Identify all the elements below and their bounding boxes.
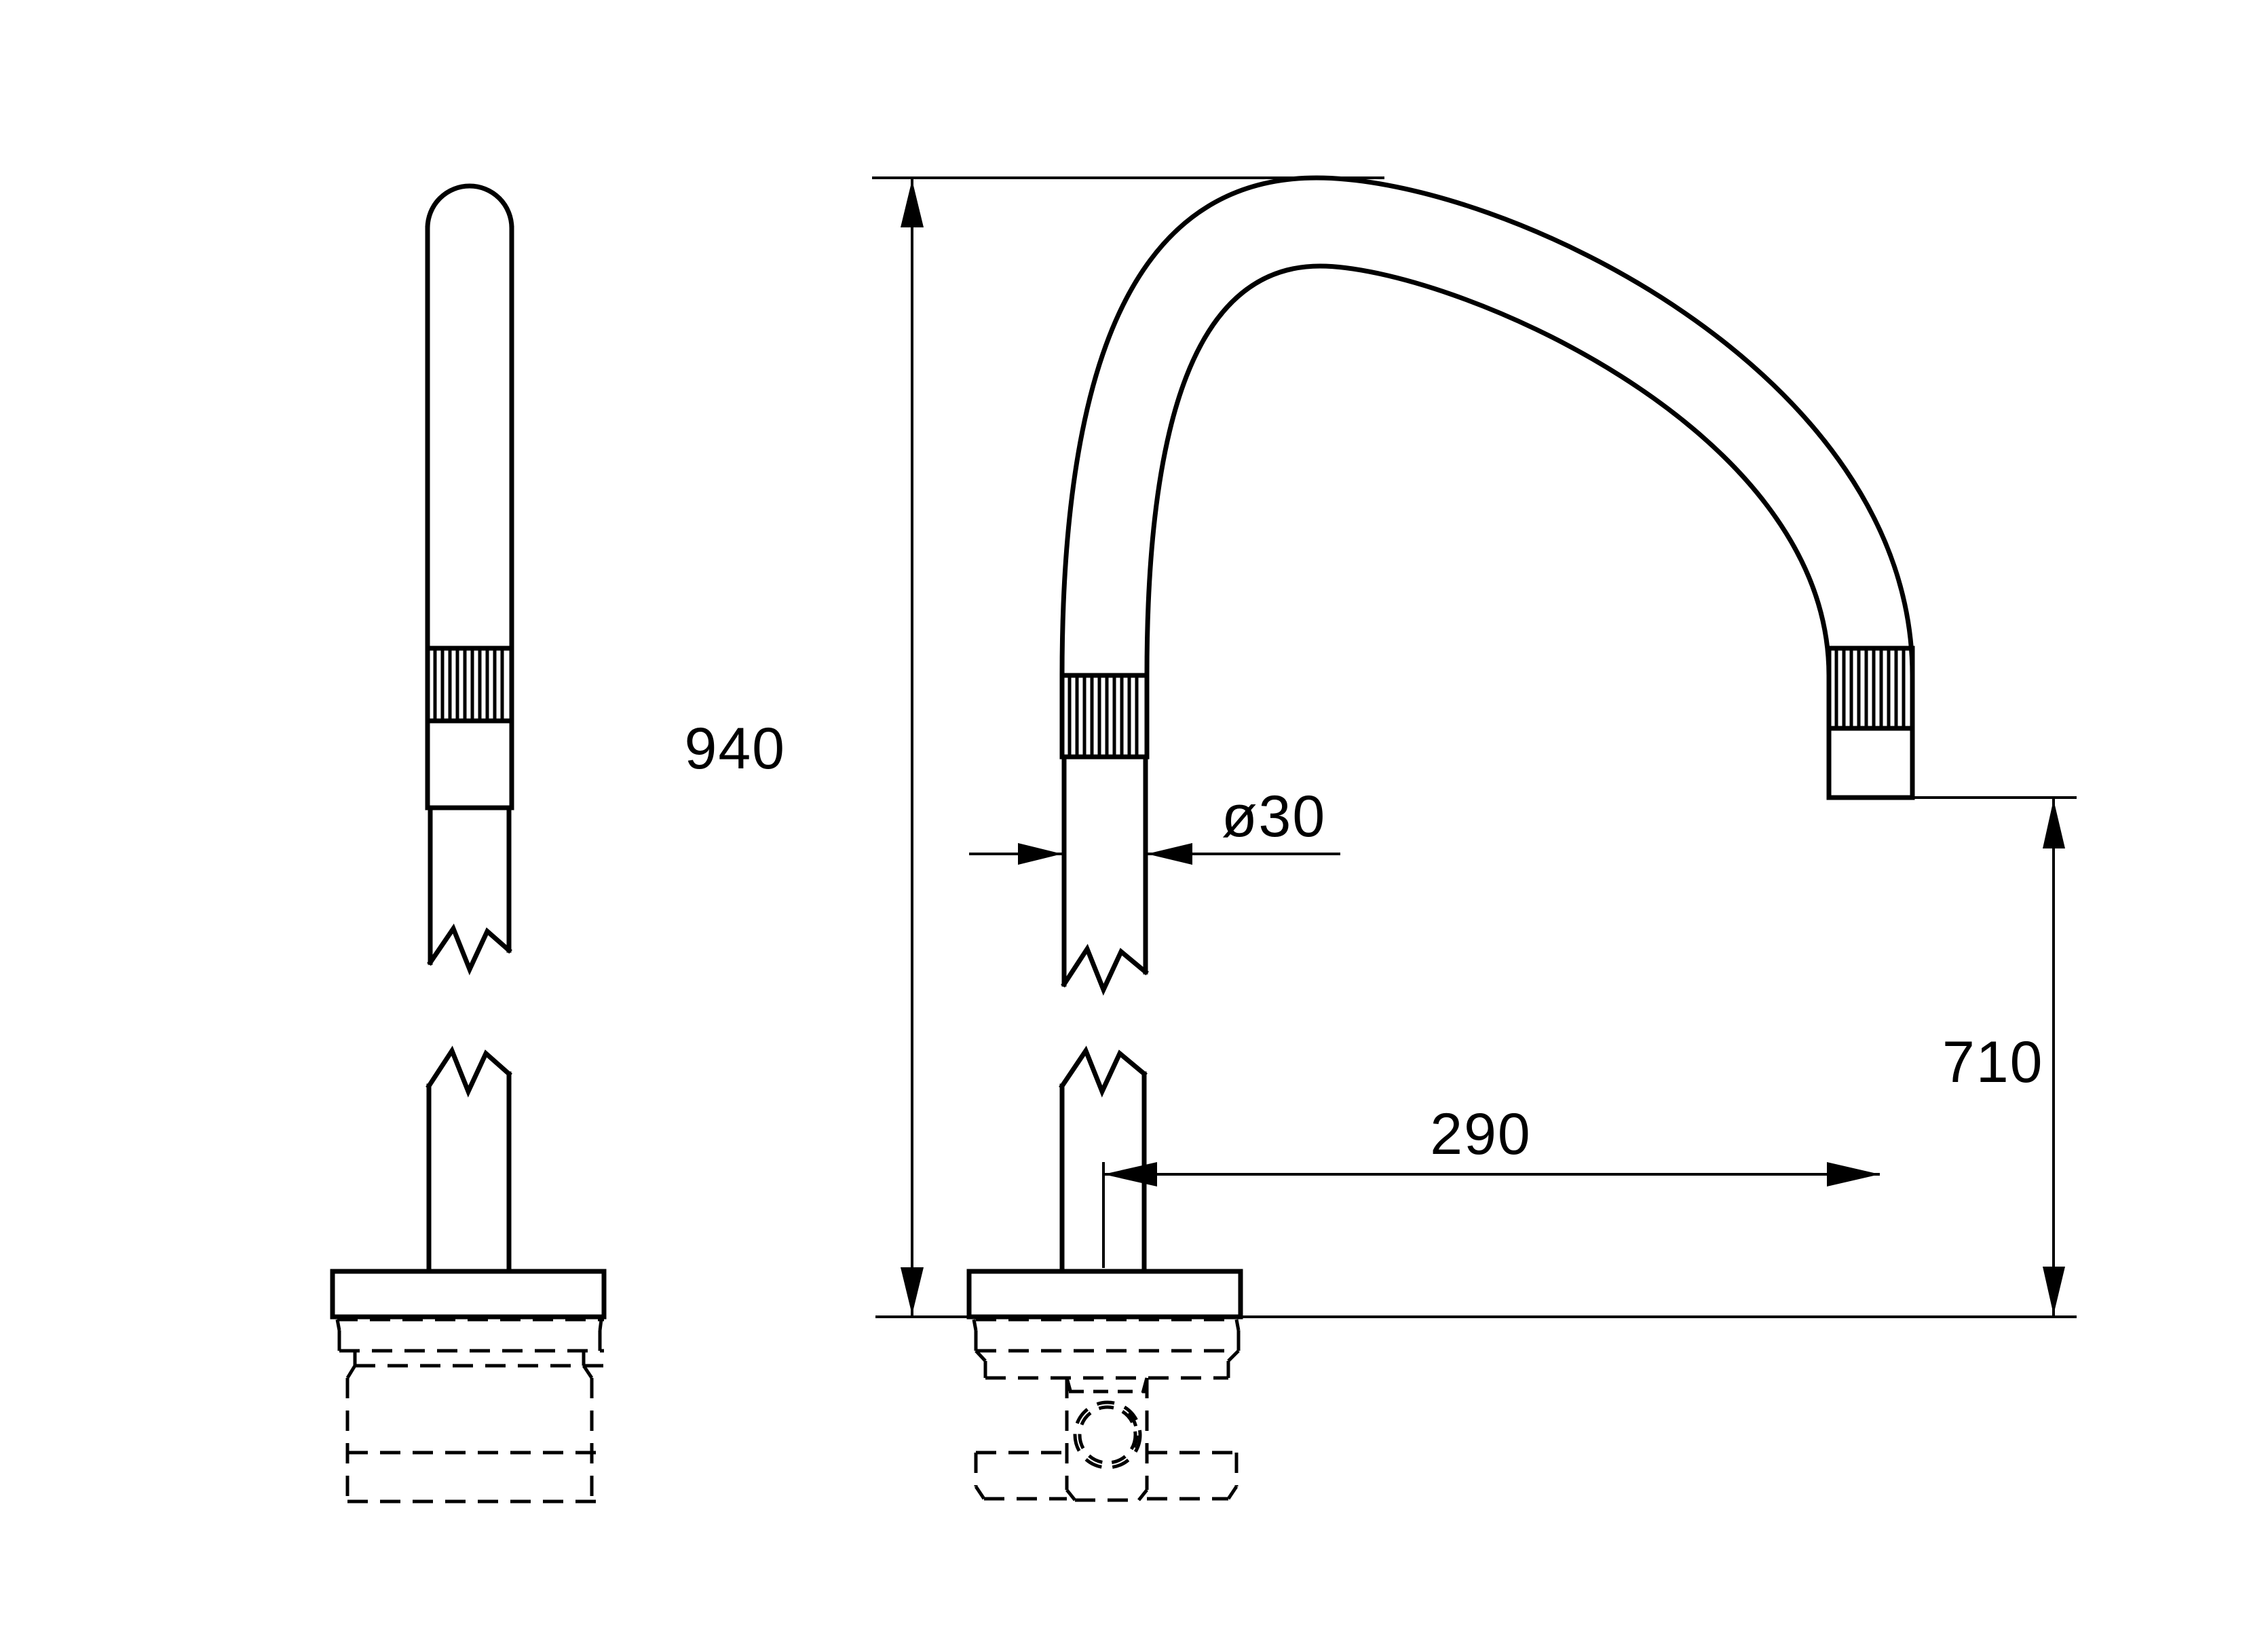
front-view-group [875, 175, 2077, 1502]
spout-knurl-band [1826, 646, 1915, 731]
spout-knurl-hatch [1834, 650, 1906, 726]
dim-d30-arrow-right [1147, 843, 1192, 865]
dim-710-arrow-top [2043, 800, 2065, 848]
left-leg-knurl-hatch [1067, 677, 1139, 755]
side-view-escutcheon-plate [330, 1269, 607, 1320]
dimension-290: 290 [1102, 1102, 1880, 1268]
left-leg-break-line-lower [1059, 1045, 1148, 1098]
gooseneck-inner-arc [1144, 263, 1832, 678]
dim-290-text: 290 [1430, 1102, 1532, 1167]
dim-d30-arrow-left [1018, 843, 1062, 865]
left-leg-knurl-band [1059, 673, 1150, 760]
side-view-knurl-band [425, 646, 514, 724]
side-view-rounded-cap [425, 183, 514, 231]
dim-290-arrow-left [1103, 1162, 1157, 1187]
dim-940-arrow-top [901, 180, 924, 227]
left-leg-break-line-upper [1061, 944, 1149, 996]
side-view-group [330, 183, 607, 1503]
hidden-nut-circle [1073, 1400, 1142, 1470]
dimension-710: 710 [1912, 796, 2077, 1317]
side-view-break-line-lower [426, 1045, 512, 1098]
dimension-diameter-30: ø30 [969, 784, 1340, 865]
dimension-940: 940 [685, 176, 1384, 1317]
dim-940-arrow-bottom [901, 1267, 924, 1315]
side-view-collar [425, 718, 514, 810]
dim-710-text: 710 [1942, 1030, 2044, 1095]
front-view-hidden-mounting [972, 1318, 1241, 1502]
side-view-knurl-hatch [433, 650, 504, 719]
front-view-escutcheon-plate [966, 1269, 1243, 1320]
dim-940-text: 940 [685, 716, 787, 781]
dim-290-arrow-right [1827, 1162, 1880, 1187]
dim-710-arrow-bottom [2043, 1267, 2065, 1315]
dim-d30-text: ø30 [1222, 784, 1326, 849]
side-view-hidden-mounting [335, 1318, 604, 1503]
side-view-break-line-upper [427, 923, 512, 975]
spout-outlet-body [1826, 726, 1915, 800]
gooseneck-outer-arc [1059, 175, 1915, 678]
